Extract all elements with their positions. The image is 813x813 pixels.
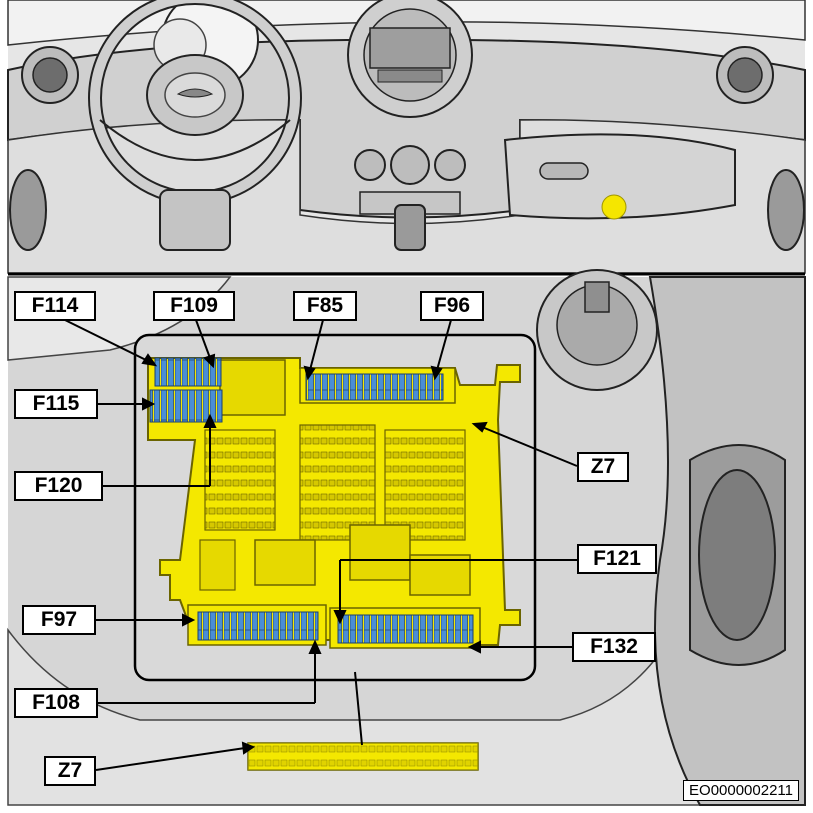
label-f114: F114 [14, 291, 96, 321]
leader-lines [64, 319, 578, 771]
label-f115: F115 [14, 389, 98, 419]
label-f96: F96 [420, 291, 484, 321]
label-f120: F120 [14, 471, 103, 501]
label-z7-right: Z7 [577, 452, 629, 482]
dashboard-overview [7, 0, 806, 276]
label-f108: F108 [14, 688, 98, 718]
label-f132: F132 [572, 632, 656, 662]
label-f97: F97 [22, 605, 96, 635]
label-f85: F85 [293, 291, 357, 321]
fuse-box-detail [7, 269, 806, 806]
document-id: EO0000002211 [683, 780, 799, 801]
fuse-box-location-marker [601, 194, 627, 220]
label-f109: F109 [153, 291, 235, 321]
label-z7-bottom: Z7 [44, 756, 96, 786]
label-f121: F121 [577, 544, 657, 574]
